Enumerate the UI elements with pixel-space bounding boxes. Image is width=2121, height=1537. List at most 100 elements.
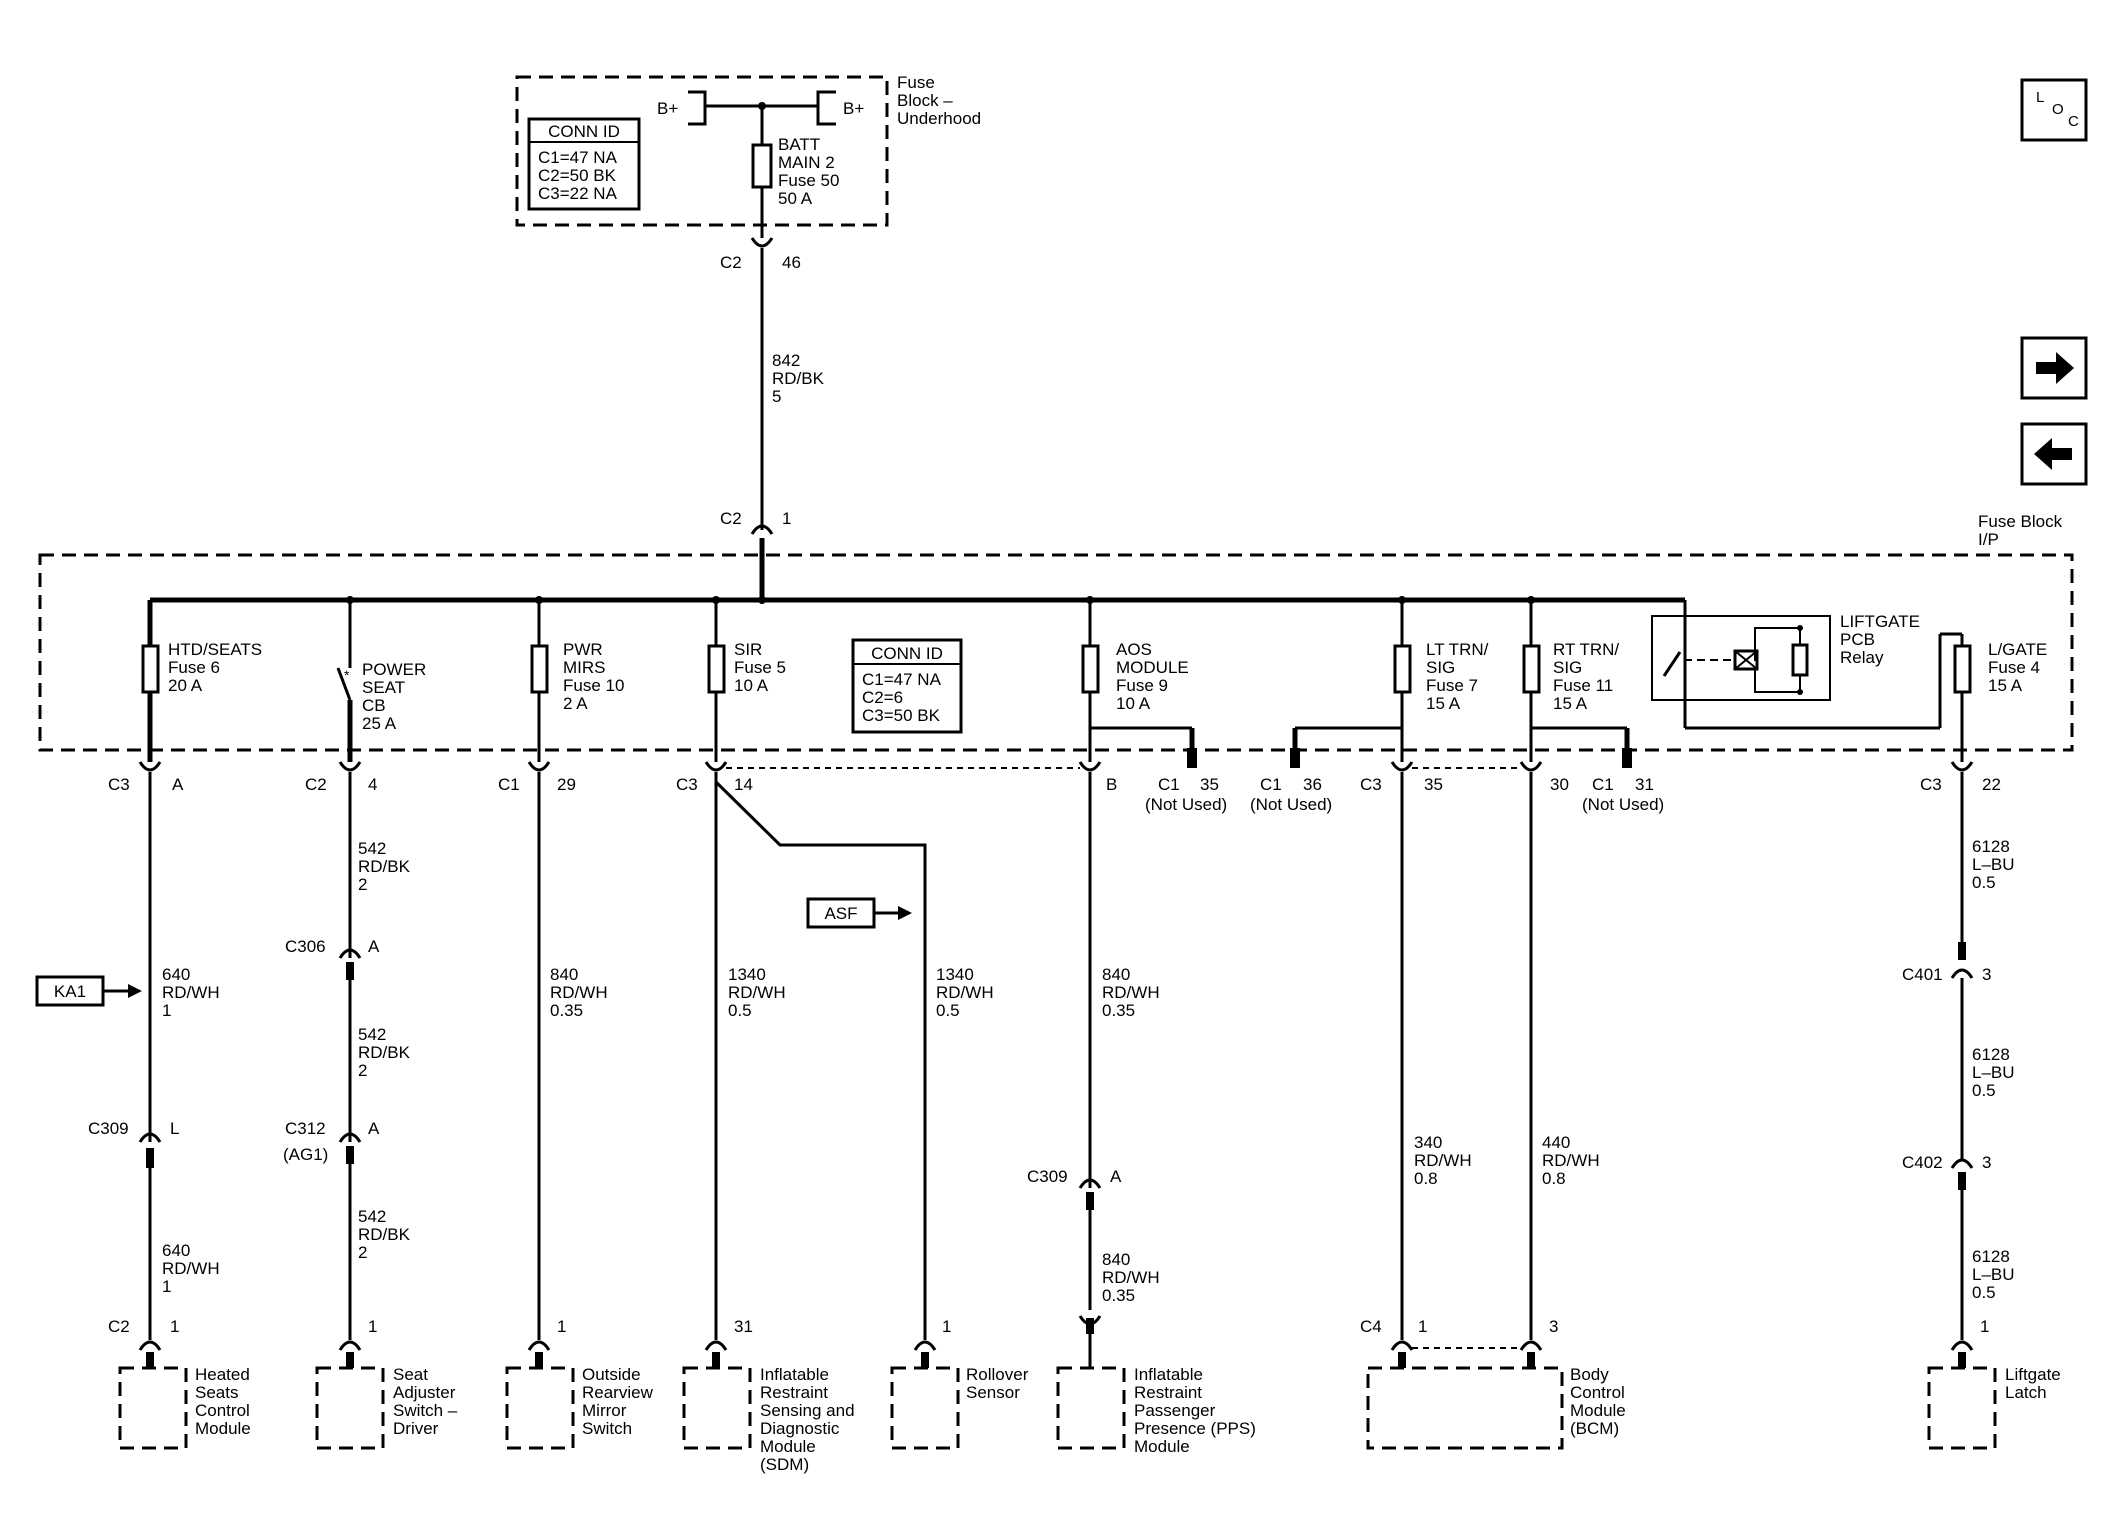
fuse-7-label-2: SIG xyxy=(1553,658,1582,677)
fuse-7-label-4: 15 A xyxy=(1553,694,1588,713)
c7-wire1-1: 440 xyxy=(1542,1133,1570,1152)
c4-dest-5: Module xyxy=(760,1437,816,1456)
mirror-switch-box xyxy=(505,1366,575,1450)
unused-3-conn: C1 xyxy=(1592,775,1614,794)
c2-out-conn: C2 xyxy=(305,775,327,794)
c2-out-pin: 4 xyxy=(368,775,377,794)
c8-wire2-2: L–BU xyxy=(1972,1063,2015,1082)
c2-mid2-conn: C312 xyxy=(285,1119,326,1138)
c3-out-pin: 29 xyxy=(557,775,576,794)
c5-wire2-2: RD/WH xyxy=(1102,1268,1160,1287)
c4-dest-4: Diagnostic xyxy=(760,1419,840,1438)
c8-mid1-conn: C401 xyxy=(1902,965,1943,984)
c2-dest-1: Seat xyxy=(393,1365,428,1384)
feed-wire-label-2: RD/BK xyxy=(772,369,825,388)
c5-wire1-1: 840 xyxy=(1102,965,1130,984)
c1-wire2-3: 1 xyxy=(162,1277,171,1296)
relay-label-3: Relay xyxy=(1840,648,1884,667)
fuse-6-label-2: SIG xyxy=(1426,658,1455,677)
fuse-7-label-3: Fuse 11 xyxy=(1553,676,1613,695)
ref-asf-label: ASF xyxy=(824,904,857,923)
c7-dest-4: (BCM) xyxy=(1570,1419,1619,1438)
fuse-block-ip: Fuse Block I/P HTD/SEATS Fuse 6 20 A * P… xyxy=(38,512,2074,768)
lt-trn-sig-fuse xyxy=(1393,644,1412,694)
loc-letter-l: L xyxy=(2036,89,2044,106)
ref-ka1-box xyxy=(35,975,105,1007)
fuse-5-label-3: Fuse 9 xyxy=(1116,676,1168,695)
c3-dest-pin: 1 xyxy=(557,1317,566,1336)
c2-wire1-3: 2 xyxy=(358,875,367,894)
fuse-3-label-4: 2 A xyxy=(563,694,588,713)
unused-2-conn: C1 xyxy=(1260,775,1282,794)
underhood-conn-id-box xyxy=(527,117,641,211)
underhood-conn-id-line-1: C1=47 NA xyxy=(538,148,618,167)
batt-fuse-label-4: 50 A xyxy=(778,189,813,208)
next-page-button[interactable] xyxy=(2020,336,2088,400)
fuse-4-label-3: 10 A xyxy=(734,676,769,695)
c4-branch-1: 1340 xyxy=(936,965,974,984)
c2-mid2-sub: (AG1) xyxy=(283,1145,328,1164)
c7-dest-pin: 3 xyxy=(1549,1317,1558,1336)
ref-ka1-label: KA1 xyxy=(54,982,86,1001)
c1-mid-conn: C309 xyxy=(88,1119,129,1138)
power-seat-circuit-breaker xyxy=(336,667,352,701)
c2-wire2-1: 542 xyxy=(358,1025,386,1044)
fuse-5-label-4: 10 A xyxy=(1116,694,1151,713)
relay-resistor xyxy=(1791,643,1809,677)
arrow-right-icon xyxy=(2036,352,2074,384)
c8-dest-1: Liftgate xyxy=(2005,1365,2061,1384)
batt-fuse-label-2: MAIN 2 xyxy=(778,153,835,172)
arrow-left-icon xyxy=(2034,438,2072,470)
previous-page-button[interactable] xyxy=(2020,422,2088,486)
c5-mid-conn: C309 xyxy=(1027,1167,1068,1186)
c3-wire1-3: 0.35 xyxy=(550,1001,583,1020)
c1-out-conn: C3 xyxy=(108,775,130,794)
fuse-4-label-1: SIR xyxy=(734,640,762,659)
batt-fuse-label-1: BATT xyxy=(778,135,820,154)
ip-name-2: I/P xyxy=(1978,530,1999,549)
batt-fuse-label-3: Fuse 50 xyxy=(778,171,839,190)
loc-letter-c: C xyxy=(2068,113,2079,130)
c4-dest-6: (SDM) xyxy=(760,1455,809,1474)
fuse-8-label-2: Fuse 4 xyxy=(1988,658,2040,677)
c2-mid2-pin: A xyxy=(368,1119,380,1138)
c8-out-conn: C3 xyxy=(1920,775,1942,794)
c2-wire3-3: 2 xyxy=(358,1243,367,1262)
circuit-mirror-switch: C1 29 840 RD/WH 0.35 1 Outside Rearview … xyxy=(498,761,654,1450)
c1-dest-3: Control xyxy=(195,1401,250,1420)
c8-wire1-3: 0.5 xyxy=(1972,873,1996,892)
c4-branch-dest-1: Rollover xyxy=(966,1365,1029,1384)
c6-wire1-3: 0.8 xyxy=(1414,1169,1438,1188)
fuse-3-label-3: Fuse 10 xyxy=(563,676,624,695)
ip-conn-id-box xyxy=(851,638,963,734)
c8-wire2-1: 6128 xyxy=(1972,1045,2010,1064)
bplus-right-label: B+ xyxy=(843,99,864,118)
heated-seats-module-box xyxy=(118,1366,188,1450)
c8-wire3-1: 6128 xyxy=(1972,1247,2010,1266)
sdm-box xyxy=(682,1366,752,1450)
c2-dest-3: Switch – xyxy=(393,1401,458,1420)
c4-dest-1: Inflatable xyxy=(760,1365,829,1384)
feed-wire-label-3: 5 xyxy=(772,387,781,406)
unused-2-pin: 36 xyxy=(1303,775,1322,794)
c4-out-conn: C3 xyxy=(676,775,698,794)
loc-button[interactable]: L O C xyxy=(2020,78,2088,142)
c1-wire2-2: RD/WH xyxy=(162,1259,220,1278)
relay-label-2: PCB xyxy=(1840,630,1875,649)
c3-dest-3: Mirror xyxy=(582,1401,627,1420)
c6-dest-pin: 1 xyxy=(1418,1317,1427,1336)
c4-branch-3: 0.5 xyxy=(936,1001,960,1020)
c2-dest-4: Driver xyxy=(393,1419,439,1438)
rollover-branch-wire xyxy=(714,780,927,1340)
c3-wire1-1: 840 xyxy=(550,965,578,984)
fuse-3-label-1: PWR xyxy=(563,640,603,659)
underhood-conn-id-title: CONN ID xyxy=(548,122,620,141)
ip-conn-id-title: CONN ID xyxy=(871,644,943,663)
underhood-name-3: Underhood xyxy=(897,109,981,128)
bplus-left-label: B+ xyxy=(657,99,678,118)
c1-wire2-1: 640 xyxy=(162,1241,190,1260)
c8-mid2-pin: 3 xyxy=(1982,1153,1991,1172)
c2-wire2-3: 2 xyxy=(358,1061,367,1080)
circuit-seat-adjuster: C2 4 542 RD/BK 2 C306 A 542 RD/BK 2 C312… xyxy=(283,761,458,1450)
loc-letter-o: O xyxy=(2052,101,2064,118)
